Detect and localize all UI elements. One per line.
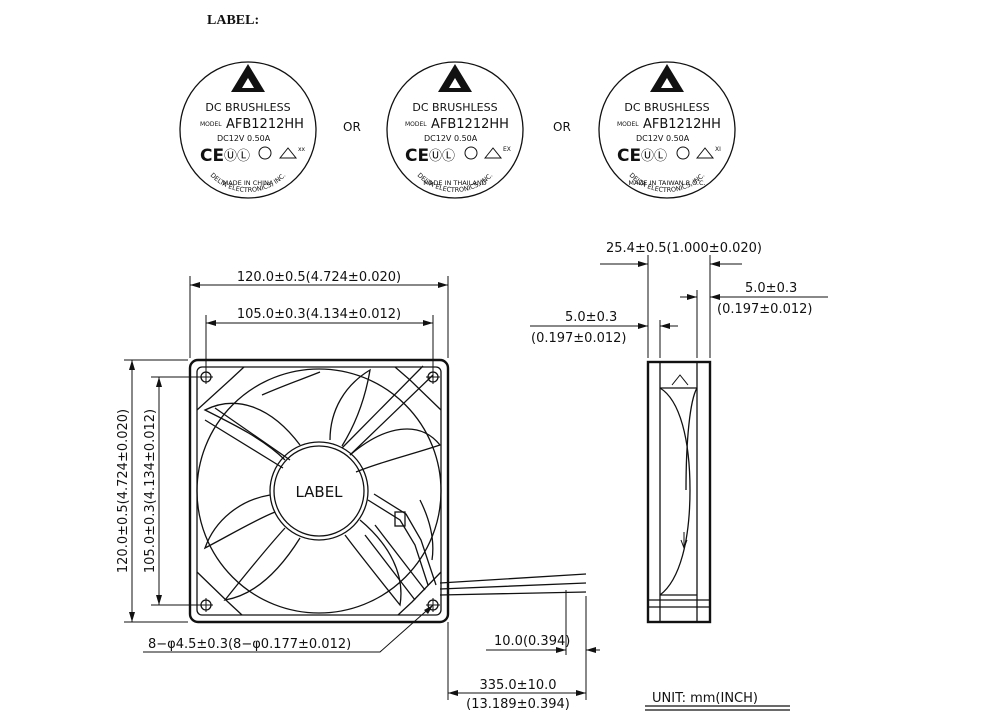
label-heading: LABEL: xyxy=(207,13,259,28)
label-model: AFB1212HH xyxy=(226,117,304,132)
dimension-wire-strip: 10.0(0.394) xyxy=(486,590,600,655)
dim-width-overall-text: 120.0±0.5(4.724±0.020) xyxy=(237,270,401,285)
dimension-width-overall: 120.0±0.5(4.724±0.020) xyxy=(189,270,449,358)
or-separator-1: OR xyxy=(343,120,361,134)
fan-front-view: LABEL xyxy=(188,358,587,624)
label-model: AFB1212HH xyxy=(431,117,509,132)
or-separator-2: OR xyxy=(553,120,571,134)
delta-logo-icon xyxy=(650,64,684,92)
label-line1: DC BRUSHLESS xyxy=(624,101,709,114)
label-variant-taiwan: DC BRUSHLESS MODEL AFB1212HH DC12V 0.50A… xyxy=(598,61,736,199)
dim-wire-length-in: (13.189±0.394) xyxy=(466,697,570,712)
label-variant-china: DC BRUSHLESS MODEL AFB1212HH DC12V 0.50A… xyxy=(179,61,317,199)
svg-text:ⓊⓁ: ⓊⓁ xyxy=(641,149,667,164)
dimension-flange-left: 5.0±0.3 (0.197±0.012) xyxy=(530,310,678,358)
dim-flange-right-in: (0.197±0.012) xyxy=(717,302,812,317)
dim-wire-length-mm: 335.0±10.0 xyxy=(479,678,556,693)
label-line1: DC BRUSHLESS xyxy=(412,101,497,114)
svg-text:CE: CE xyxy=(200,146,224,166)
unit-note: UNIT: mm(INCH) xyxy=(645,691,790,711)
label-model: AFB1212HH xyxy=(643,117,721,132)
label-origin: MADE IN CHINA xyxy=(223,179,274,187)
dim-height-holes-text: 105.0±0.3(4.134±0.012) xyxy=(143,409,158,573)
label-line1: DC BRUSHLESS xyxy=(205,101,290,114)
dimension-holes: 8−φ4.5±0.3(8−φ0.177±0.012) xyxy=(143,604,434,653)
label-origin: MADE IN THAILAND xyxy=(423,179,486,187)
dim-wire-strip-text: 10.0(0.394) xyxy=(494,634,570,649)
dim-flange-right-mm: 5.0±0.3 xyxy=(745,281,797,296)
svg-text:ⓊⓁ: ⓊⓁ xyxy=(224,149,250,164)
label-rating: DC12V 0.50A xyxy=(217,134,271,143)
label-suffix: EX xyxy=(503,146,511,153)
unit-text: UNIT: mm(INCH) xyxy=(652,691,758,706)
dim-flange-left-mm: 5.0±0.3 xyxy=(565,310,617,325)
delta-logo-icon xyxy=(231,64,265,92)
svg-text:CE: CE xyxy=(405,146,429,166)
hub-label: LABEL xyxy=(295,483,343,501)
svg-text:ⓊⓁ: ⓊⓁ xyxy=(429,149,455,164)
dim-holes-text: 8−φ4.5±0.3(8−φ0.177±0.012) xyxy=(148,637,351,652)
dimension-flange-right: 5.0±0.3 (0.197±0.012) xyxy=(680,281,828,358)
certification-marks-icon: CE ⓊⓁ xyxy=(200,146,298,166)
fan-blades xyxy=(203,368,442,607)
fan-side-view xyxy=(646,360,712,624)
label-suffix: XI xyxy=(715,146,721,153)
label-model-word: MODEL xyxy=(405,121,427,128)
svg-text:CE: CE xyxy=(617,146,641,166)
dimension-height-holes: 105.0±0.3(4.134±0.012) xyxy=(143,376,201,606)
label-origin: MADE IN TAIWAN R.O.C. xyxy=(628,179,705,187)
label-suffix: xx xyxy=(298,146,306,153)
dim-depth-text: 25.4±0.5(1.000±0.020) xyxy=(606,241,762,256)
dimension-width-holes: 105.0±0.3(4.134±0.012) xyxy=(205,307,434,372)
label-model-word: MODEL xyxy=(200,121,222,128)
dim-height-overall-text: 120.0±0.5(4.724±0.020) xyxy=(116,409,131,573)
label-model-word: MODEL xyxy=(617,121,639,128)
certification-marks-icon: CE ⓊⓁ xyxy=(617,146,715,166)
dimension-wire-length: 335.0±10.0 (13.189±0.394) xyxy=(447,622,587,712)
label-rating: DC12V 0.50A xyxy=(424,134,478,143)
dimension-depth: 25.4±0.5(1.000±0.020) xyxy=(600,241,762,358)
label-variant-thailand: DC BRUSHLESS MODEL AFB1212HH DC12V 0.50A… xyxy=(386,61,524,199)
delta-logo-icon xyxy=(438,64,472,92)
dimension-height-overall: 120.0±0.5(4.724±0.020) xyxy=(116,359,188,623)
dim-flange-left-in: (0.197±0.012) xyxy=(531,331,626,346)
dim-width-holes-text: 105.0±0.3(4.134±0.012) xyxy=(237,307,401,322)
label-rating: DC12V 0.50A xyxy=(636,134,690,143)
certification-marks-icon: CE ⓊⓁ xyxy=(405,146,503,166)
